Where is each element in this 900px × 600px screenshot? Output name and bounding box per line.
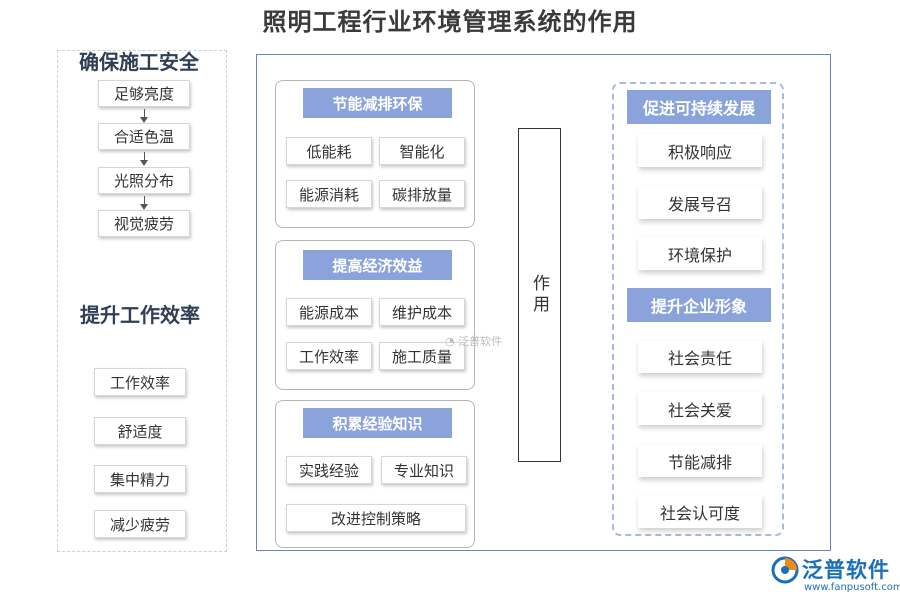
group-energy-item: 智能化 bbox=[379, 137, 465, 165]
logo: 泛普软件 www.fanpusoft.com bbox=[768, 553, 900, 597]
group-knowledge-item: 改进控制策略 bbox=[286, 504, 466, 532]
group-knowledge-heading: 积累经验知识 bbox=[303, 408, 452, 438]
group-economy-item: 施工质量 bbox=[379, 342, 465, 370]
group-energy-item: 能源消耗 bbox=[286, 180, 372, 208]
main-frame bbox=[256, 54, 831, 551]
efficiency-heading: 提升工作效率 bbox=[80, 303, 200, 327]
safety-heading: 确保施工安全 bbox=[79, 50, 199, 74]
image-item: 节能减排 bbox=[638, 444, 762, 477]
safety-item: 合适色温 bbox=[98, 123, 190, 150]
safety-item: 光照分布 bbox=[98, 167, 190, 194]
sustain-heading: 促进可持续发展 bbox=[627, 90, 771, 124]
logo-name: 泛普软件 bbox=[802, 558, 890, 582]
group-economy-item: 维护成本 bbox=[379, 298, 465, 326]
efficiency-item: 减少疲劳 bbox=[94, 510, 186, 538]
logo-url: www.fanpusoft.com bbox=[804, 582, 900, 593]
group-knowledge-item: 实践经验 bbox=[286, 456, 372, 484]
left-panel bbox=[57, 50, 227, 552]
image-heading: 提升企业形象 bbox=[627, 288, 771, 322]
center-label: 作用 bbox=[529, 274, 549, 316]
fanpu-logo-icon bbox=[771, 556, 799, 584]
group-knowledge-item: 专业知识 bbox=[381, 456, 467, 484]
fanpu-watermark-icon: ◔ bbox=[445, 335, 455, 348]
efficiency-item: 舒适度 bbox=[94, 417, 186, 445]
sustain-item: 积极响应 bbox=[638, 134, 762, 167]
center-box: 作用 bbox=[518, 128, 561, 462]
sustain-item: 发展号召 bbox=[638, 186, 762, 219]
group-economy-heading: 提高经济效益 bbox=[303, 250, 452, 280]
safety-item: 足够亮度 bbox=[98, 80, 190, 107]
group-economy-item: 工作效率 bbox=[286, 342, 372, 370]
safety-item: 视觉疲劳 bbox=[98, 210, 190, 237]
efficiency-item: 集中精力 bbox=[94, 465, 186, 493]
group-energy-item: 低能耗 bbox=[286, 137, 372, 165]
right-panel bbox=[612, 82, 784, 536]
group-energy-heading: 节能减排环保 bbox=[303, 88, 452, 118]
group-economy-item: 能源成本 bbox=[286, 298, 372, 326]
watermark: ◔ 泛普软件 bbox=[445, 335, 503, 348]
group-energy-item: 碳排放量 bbox=[379, 180, 465, 208]
page-title: 照明工程行业环境管理系统的作用 bbox=[262, 7, 638, 36]
image-item: 社会责任 bbox=[638, 340, 762, 373]
image-item: 社会认可度 bbox=[638, 495, 762, 528]
efficiency-item: 工作效率 bbox=[94, 368, 186, 396]
image-item: 社会关爱 bbox=[638, 392, 762, 425]
sustain-item: 环境保护 bbox=[638, 237, 762, 270]
